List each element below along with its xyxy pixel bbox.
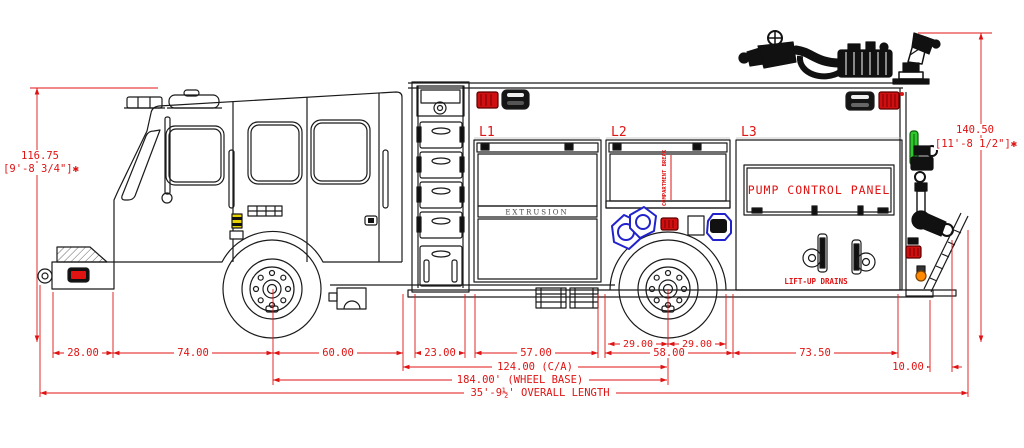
rear-wheel-arch (609, 231, 727, 291)
crew-window-1 (247, 121, 303, 185)
drain-handle (802, 233, 828, 273)
front-wheel (222, 239, 322, 339)
dim-front-height-inches: 116.75 (21, 150, 59, 162)
dim-cab-to-axle: 124.00 (C/A) (497, 361, 573, 373)
underbody-components (535, 287, 599, 309)
label-compartment-break: COMPARTMENT BREAK (662, 149, 668, 206)
front-bumper (37, 246, 115, 290)
label-lift-up-drains: LIFT-UP DRAINS (784, 277, 848, 286)
dim-wheel-base: 184.00' (WHEEL BASE) (457, 374, 583, 386)
compartment-l3-pump-module (735, 139, 903, 291)
slide-tray (416, 181, 465, 209)
dim-pump-section: 73.50 (799, 347, 831, 359)
compartment-l2 (605, 139, 731, 209)
slide-tray (419, 245, 463, 287)
l1-door (477, 153, 598, 207)
label-extrusion: EXTRUSION (505, 209, 568, 217)
louver-vent (247, 205, 283, 217)
dim-rear-overhang: 10.00 (892, 361, 924, 373)
grab-rail (228, 149, 235, 209)
speaker-box (501, 89, 530, 110)
dim-rear-height-feet: [11'-8 1/2"]✱ (935, 138, 1018, 150)
dim-tray-section: 23.00 (424, 347, 456, 359)
dim-front-overhang: 28.00 (67, 347, 99, 359)
wheel-chock-holder (231, 213, 243, 229)
door-handle (364, 215, 378, 226)
rear-top-lights (845, 91, 904, 111)
placard (687, 215, 705, 236)
dim-axle-to-cab-back: 60.00 (322, 347, 354, 359)
tray-storage-unit (411, 81, 470, 293)
label-l1: L1 (479, 125, 495, 140)
cab (113, 89, 615, 310)
dim-axle-split-front: 29.00 (623, 339, 653, 350)
slide-tray (416, 121, 465, 149)
light-bar (124, 96, 165, 109)
label-pump-control-panel: PUMP CONTROL PANEL (748, 183, 891, 197)
pump-fittings (611, 206, 732, 250)
dim-overall-length: 35'-9½' OVERALL LENGTH (470, 387, 609, 399)
treadplate-pan (56, 246, 108, 263)
discharge-fitting (706, 213, 732, 241)
label-l2: L2 (611, 125, 627, 140)
l2-door (609, 153, 727, 202)
rear-discharge-piping (907, 145, 954, 245)
orange-marker (915, 270, 927, 282)
tow-eye (37, 268, 53, 284)
fire-truck-drawing (37, 30, 969, 339)
deck-gun-monitor (738, 30, 941, 85)
dim-rear-height-inches: 140.50 (956, 124, 994, 136)
slide-tray (416, 151, 465, 179)
windshield (121, 129, 161, 201)
rear-ladder (923, 212, 969, 293)
intake-fitting-pair (611, 206, 657, 250)
dim-l1-section: 57.00 (520, 347, 552, 359)
dim-axle-split-rear: 29.00 (682, 339, 712, 350)
air-horn-tank (167, 89, 222, 109)
dimension-text-backers (2, 124, 1018, 398)
extension-lines (30, 32, 992, 397)
dim-front-height-feet: [9'-8 3/4"]✱ (3, 163, 80, 175)
compartment-l1 (473, 139, 602, 283)
grab-rail (382, 149, 389, 209)
mirror (161, 192, 173, 204)
rear-warning-light (878, 91, 900, 110)
driver-door-window (165, 125, 225, 186)
rear-equipment (905, 130, 969, 297)
drain-handle (851, 239, 876, 275)
crew-window-2 (310, 119, 371, 185)
dim-bumper-to-axle: 74.00 (177, 347, 209, 359)
dim-rear-axle-section: 58.00 (653, 347, 685, 359)
mirror-bracket (164, 116, 171, 195)
body-front-warning-light (476, 91, 499, 109)
rear-speaker-light (845, 91, 875, 111)
label-l3: L3 (741, 125, 757, 140)
cab-step (328, 287, 367, 310)
slide-tray (416, 211, 465, 239)
